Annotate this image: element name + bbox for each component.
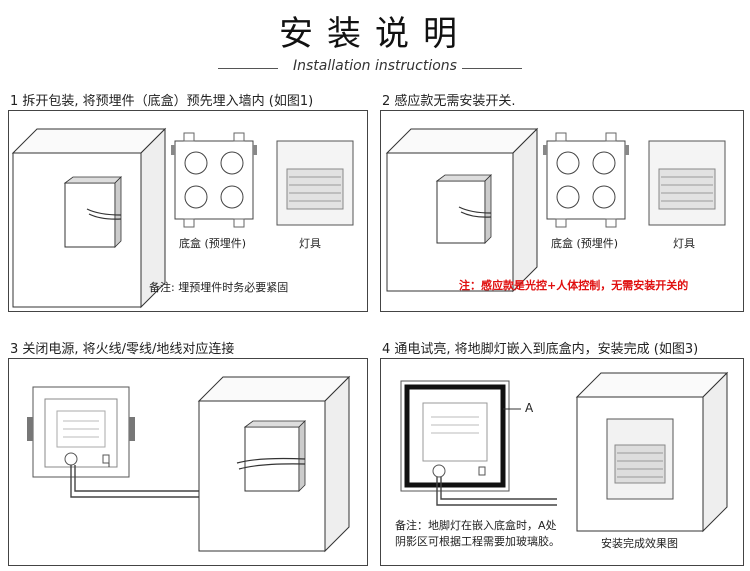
panel-4-illustration: [400, 371, 729, 533]
panel-2-caption-box: 底盒 (预埋件): [551, 237, 619, 250]
subtitle-rule-right: [462, 68, 522, 69]
panel-2-illustration: [385, 127, 726, 293]
panel-1-note: 备注: 埋预埋件时务必要紧固: [149, 281, 289, 294]
panel-1-caption-lamp: 灯具: [299, 237, 321, 250]
panel-4-caption-done: 安装完成效果图: [601, 537, 678, 550]
panel-2-note: 注：感应款是光控+人体控制，无需安装开关的: [459, 279, 689, 292]
step-4-label: 4 通电试亮, 将地脚灯嵌入到底盒内，安装完成 (如图3): [382, 342, 699, 357]
panel-step-2: 底盒 (预埋件) 灯具 注：感应款是光控+人体控制，无需安装开关的: [380, 110, 744, 312]
panel-3-illustration: [27, 375, 351, 553]
step-3-label: 3 关闭电源, 将火线/零线/地线对应连接: [10, 342, 235, 357]
panel-1-illustration: [11, 127, 354, 309]
page-title: 安装说明: [279, 14, 471, 54]
panel-4-marker-a: A: [525, 401, 534, 415]
panel-2-caption-lamp: 灯具: [673, 237, 695, 250]
panel-step-3: [8, 358, 368, 566]
panel-step-1: 底盒 (预埋件) 灯具 备注: 埋预埋件时务必要紧固: [8, 110, 368, 312]
panel-step-4: A 备注：地脚灯在嵌入底盒时，A处 阴影区可根据工程需要加玻璃胶。 安装完成效果…: [380, 358, 744, 566]
step-1-label: 1 拆开包装, 将预埋件（底盒）预先埋入墙内 (如图1): [10, 94, 314, 109]
panel-1-caption-box: 底盒 (预埋件): [179, 237, 247, 250]
panel-4-note-line-1: 备注：地脚灯在嵌入底盒时，A处: [395, 519, 557, 532]
panel-4-note-line-2: 阴影区可根据工程需要加玻璃胶。: [395, 535, 560, 548]
subtitle-rule-left: [218, 68, 278, 69]
step-2-label: 2 感应款无需安装开关.: [382, 94, 516, 109]
page-subtitle: Installation instructions: [293, 58, 457, 74]
